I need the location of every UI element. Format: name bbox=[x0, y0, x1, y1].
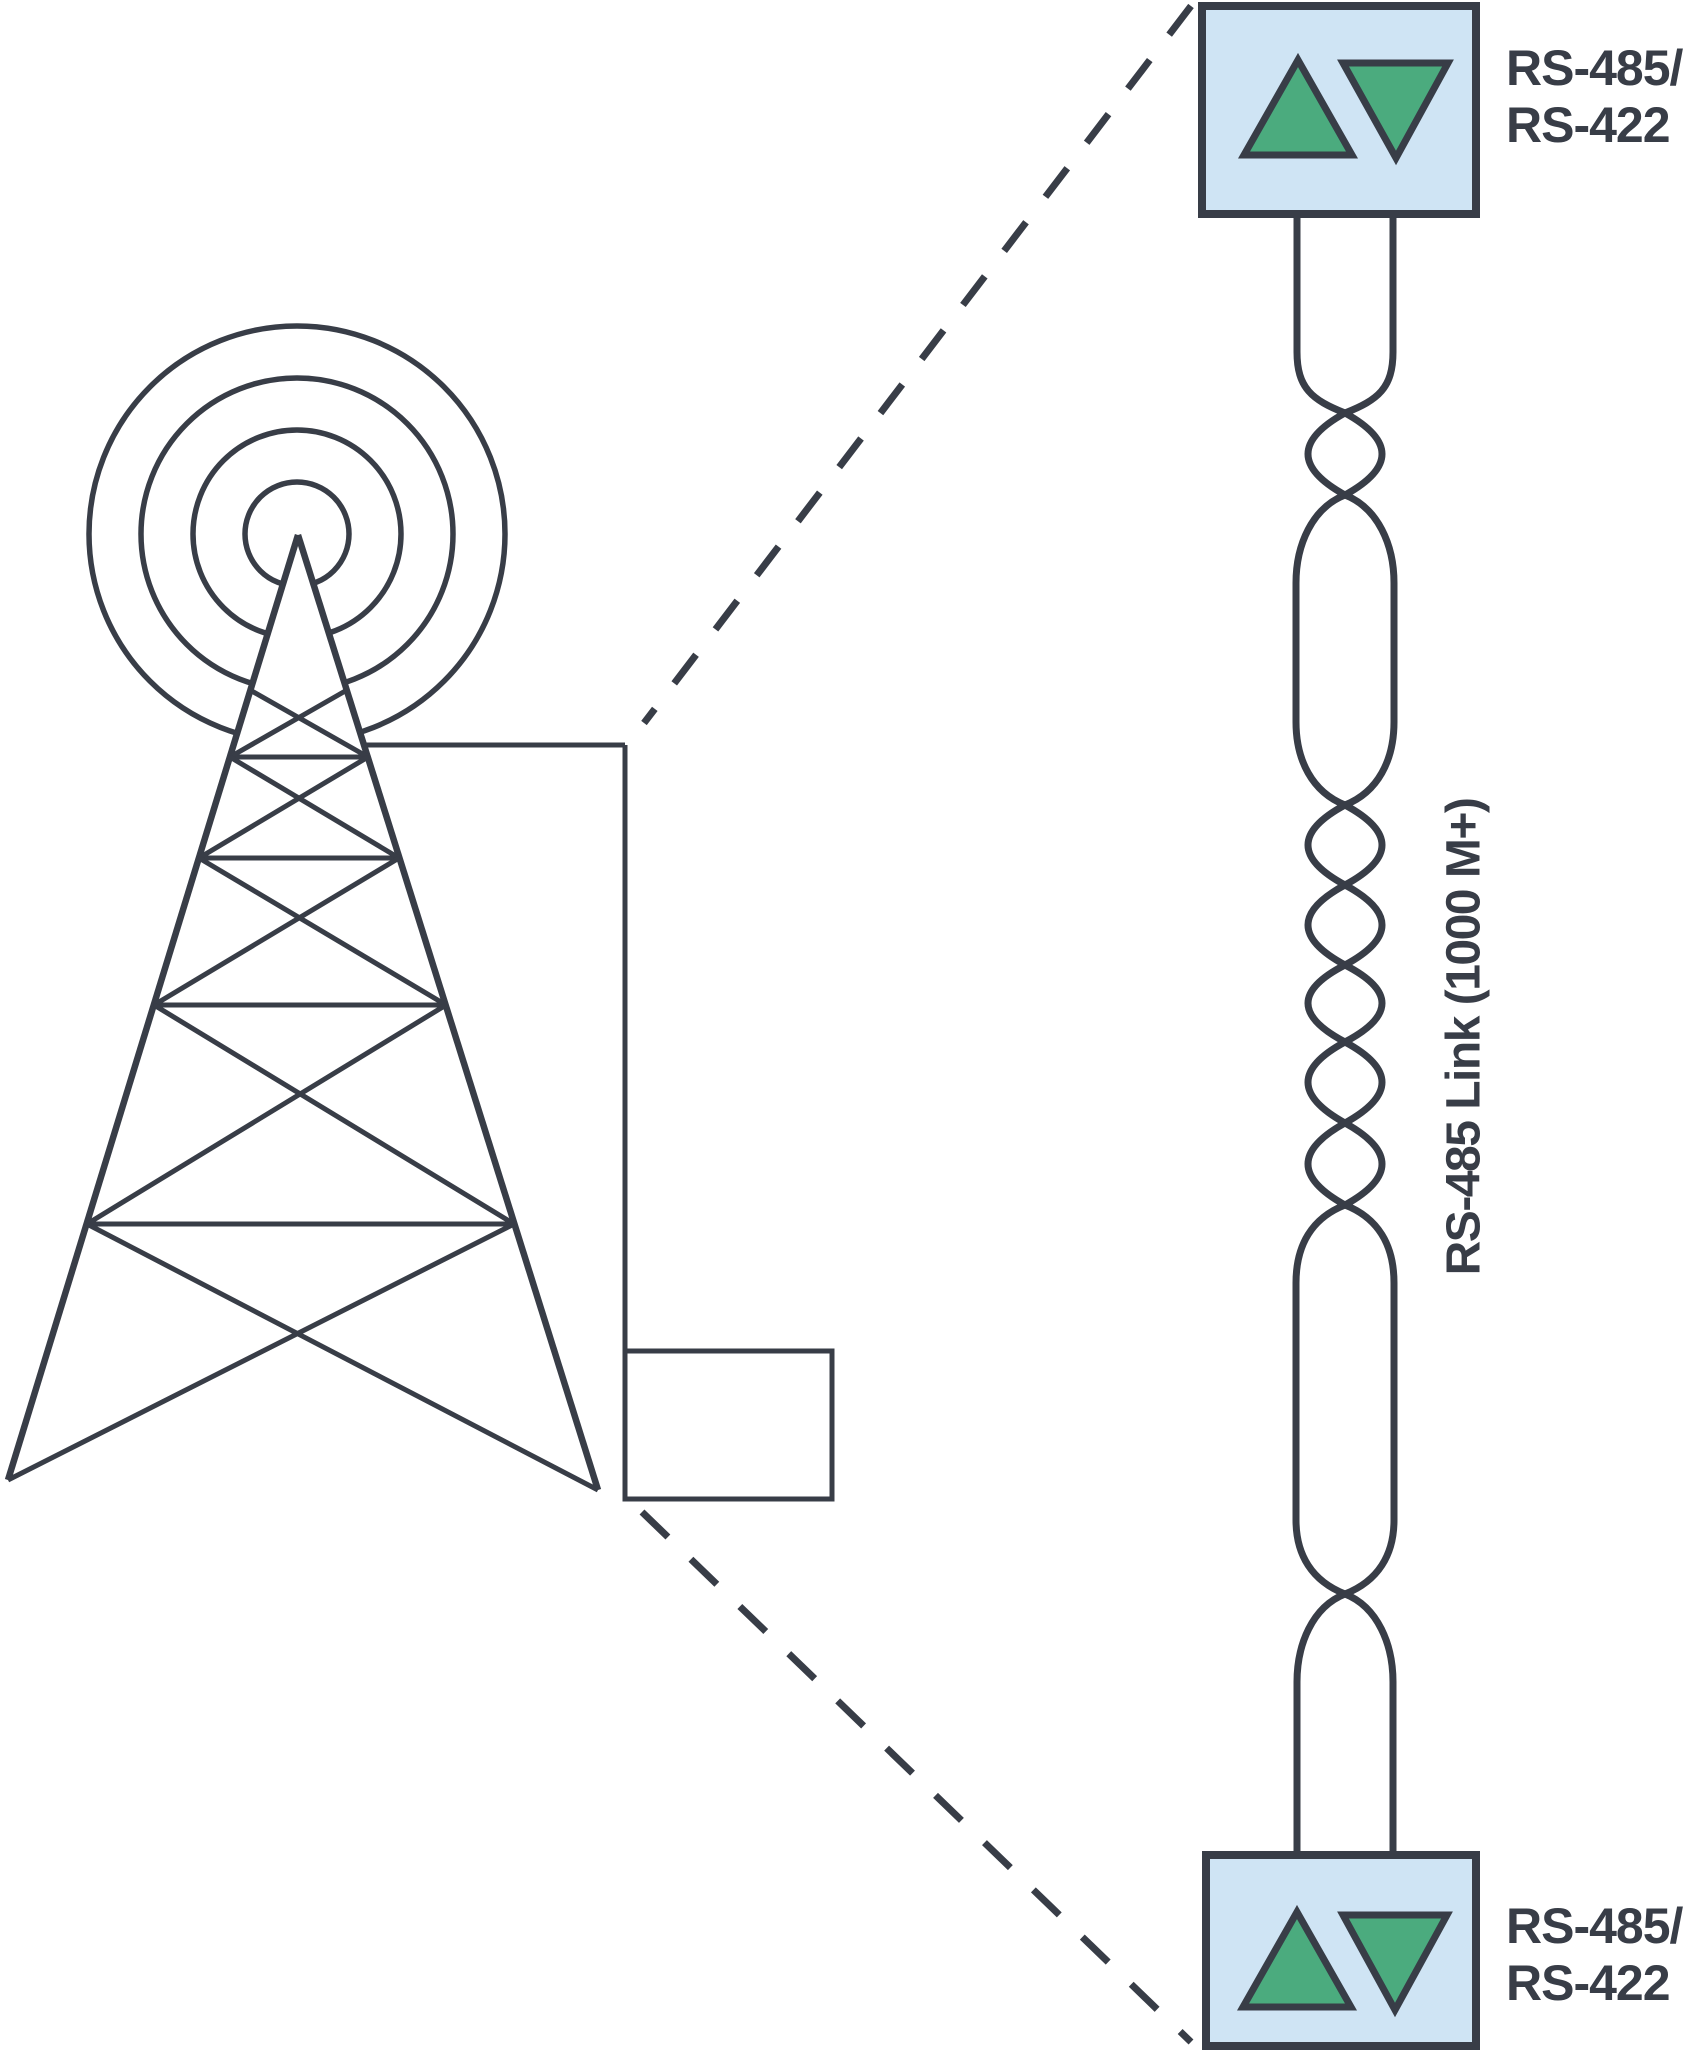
up-triangle-icon bbox=[1236, 1904, 1358, 2011]
cable-wire-b bbox=[1293, 215, 1398, 1851]
transceiver-label-top-line2: RS-422 bbox=[1506, 97, 1671, 153]
down-triangle-icon bbox=[1337, 59, 1454, 166]
down-triangle-icon bbox=[1337, 1911, 1453, 2018]
transceiver-label-top: RS-485/ RS-422 bbox=[1506, 40, 1683, 154]
transceiver-box-top bbox=[1198, 2, 1480, 218]
transceiver-label-bottom-line1: RS-485/ bbox=[1506, 1898, 1683, 1954]
up-triangle-icon bbox=[1237, 52, 1359, 159]
transceiver-label-bottom-line2: RS-422 bbox=[1506, 1955, 1671, 2011]
transceiver-label-bottom: RS-485/ RS-422 bbox=[1506, 1898, 1683, 2012]
cable-link-label: RS-485 Link (1000 M+) bbox=[1437, 798, 1491, 1276]
building-outline bbox=[364, 742, 835, 1502]
tower-body bbox=[8, 535, 598, 1490]
dashed-connector-bottom bbox=[639, 1509, 1194, 2045]
twisted-pair-cable-icon bbox=[1292, 215, 1398, 1851]
transceiver-label-top-line1: RS-485/ bbox=[1506, 40, 1683, 96]
transceiver-box-bottom bbox=[1202, 1851, 1480, 2050]
antenna-tower-icon bbox=[4, 534, 602, 1493]
radio-tower bbox=[4, 323, 602, 1493]
dashed-connector-top bbox=[641, 3, 1194, 726]
